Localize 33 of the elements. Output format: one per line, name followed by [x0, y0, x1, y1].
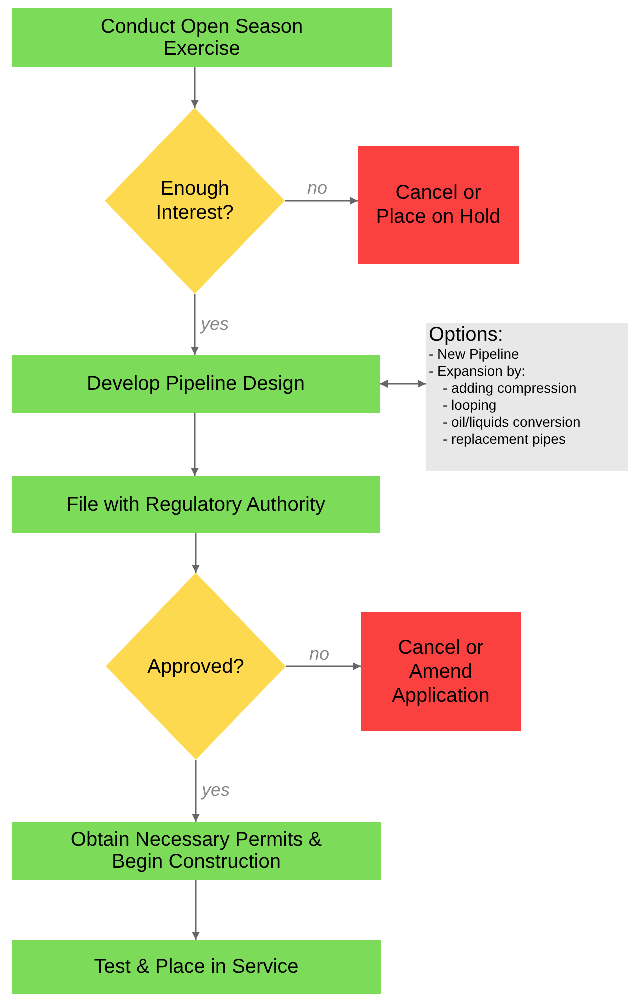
- note-item: - replacement pipes: [442, 431, 567, 448]
- process-box: [12, 476, 380, 533]
- decision-label: Enough Interest?: [155, 177, 235, 225]
- box-label: File with Regulatory Authority: [66, 494, 326, 516]
- arrow: [191, 413, 199, 476]
- options-note: [426, 323, 628, 471]
- process-box: [12, 8, 392, 67]
- process-box: [12, 822, 381, 880]
- box-label: Obtain Necessary Permits & Begin Construction: [70, 829, 324, 873]
- box-label: Conduct Open Season Exercise: [100, 16, 304, 60]
- note-item: - Expansion by:: [429, 363, 526, 380]
- arrow: [192, 533, 200, 573]
- box-label: Develop Pipeline Design: [86, 373, 306, 395]
- note-item: - adding compression: [442, 380, 578, 397]
- arrow: [192, 880, 200, 940]
- note-heading: Options:: [429, 324, 504, 346]
- box-label: Cancel or Place on Hold: [375, 181, 502, 229]
- arrow: [380, 380, 426, 388]
- note-item: - oil/liquids conversion: [442, 414, 582, 431]
- terminal-box: [361, 612, 521, 731]
- box-label: Cancel or Amend Application: [391, 636, 491, 708]
- process-box: [12, 355, 380, 413]
- decision-label: Approved?: [146, 654, 246, 678]
- note-item: - New Pipeline: [429, 346, 520, 363]
- terminal-box: [358, 146, 519, 264]
- arrow: [192, 760, 200, 822]
- note-item: - looping: [442, 397, 498, 414]
- process-box: [12, 940, 381, 994]
- arrow: [286, 662, 361, 670]
- arrow: [191, 67, 199, 108]
- arrow: [285, 197, 358, 205]
- arrow: [191, 294, 199, 355]
- box-label: Test & Place in Service: [93, 956, 300, 978]
